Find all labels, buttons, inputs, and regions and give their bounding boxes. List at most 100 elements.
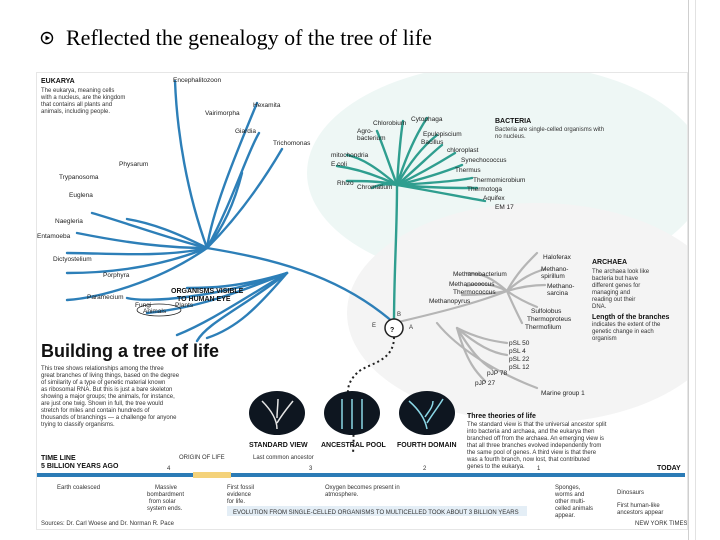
length-note: Length of the branches bbox=[592, 314, 670, 321]
taxon-label: Thermofilum bbox=[525, 324, 561, 331]
taxon-label: Euglena bbox=[69, 192, 93, 199]
taxon-label: Cytophaga bbox=[411, 116, 443, 123]
taxon-label: Haloferax bbox=[543, 254, 572, 261]
building-desc-line: This tree shows relationships among the … bbox=[41, 366, 164, 372]
archaea-desc-line: reading out their bbox=[592, 297, 635, 303]
theories-heading: Three theories of life bbox=[467, 413, 536, 420]
taxon-label: sarcina bbox=[547, 290, 568, 297]
timeline-event: Massive bbox=[155, 485, 178, 491]
timeline-event: evidence bbox=[227, 492, 252, 498]
theories-desc-line: was a fourth branch, now lost, that cont… bbox=[466, 457, 590, 463]
timeline-event: Dinosaurs bbox=[617, 490, 644, 496]
taxon-label: Thermus bbox=[455, 167, 481, 174]
node-label-e: E bbox=[372, 323, 376, 329]
timeline-event: Oxygen becomes present in bbox=[325, 485, 400, 491]
eukarya-desc-line: with a nucleus, are the kingdom bbox=[40, 95, 125, 101]
taxon-label: Synechococcus bbox=[461, 157, 507, 164]
timeline-event: celled animals bbox=[555, 506, 593, 512]
taxon-label: pJP 27 bbox=[475, 380, 496, 387]
taxon-label: pSL 50 bbox=[509, 340, 530, 347]
taxon-label: Giardia bbox=[235, 128, 256, 135]
building-desc-line: are just one twig. Shown in full, the tr… bbox=[41, 401, 163, 407]
taxon-label: Thermomicrobium bbox=[473, 177, 525, 184]
taxon-label: pSL 4 bbox=[509, 348, 526, 355]
node-label-b: B bbox=[397, 312, 401, 318]
taxon-label: mitochondria bbox=[331, 152, 369, 159]
taxon-label: EM 17 bbox=[495, 204, 514, 211]
tree-of-life-illustration: ? B E A EUKARYA The eukarya, meaning cel… bbox=[37, 73, 687, 527]
theories-desc-line: that all three branches evolved independ… bbox=[467, 443, 601, 449]
building-desc-line: thousands of branchings — a challenge fo… bbox=[41, 415, 177, 421]
theories-desc-line: the same pool of genes. A third view is … bbox=[467, 450, 597, 456]
length-note: indicates the extent of the bbox=[592, 322, 661, 328]
theories-desc-line: The standard view is that the universal … bbox=[467, 422, 607, 428]
taxon-label: Trypanosoma bbox=[59, 174, 99, 181]
taxon-label: Methanococcus bbox=[449, 281, 495, 288]
eukarya-desc-line: that contains all plants and bbox=[41, 102, 112, 108]
building-desc-line: great branches of living things, based o… bbox=[41, 373, 180, 379]
taxon-label: pSL 22 bbox=[509, 356, 530, 363]
archaea-desc-line: bacteria but have bbox=[592, 276, 639, 282]
taxon-label: pSL 12 bbox=[509, 364, 530, 371]
archaea-desc-line: different genes for bbox=[592, 283, 640, 289]
visible-note: TO HUMAN EYE bbox=[177, 296, 231, 303]
theory-panel-fourth: FOURTH DOMAIN bbox=[397, 391, 457, 449]
building-desc-line: as ribosomal RNA. But this is just a bar… bbox=[41, 387, 172, 393]
timeline-event: First human-like bbox=[617, 503, 660, 509]
taxon-label: Hexamita bbox=[253, 102, 281, 109]
timeline-ancestor: Last common ancestor bbox=[253, 455, 314, 461]
tree-of-life-figure: ? B E A EUKARYA The eukarya, meaning cel… bbox=[36, 72, 688, 530]
taxon-label: Thermoproteus bbox=[527, 316, 572, 323]
visible-note: ORGANISMS VISIBLE bbox=[171, 288, 244, 295]
origin-band bbox=[193, 472, 231, 478]
timeline-bar bbox=[37, 473, 685, 477]
taxon-label: Paramecium bbox=[87, 294, 123, 301]
taxon-label: Epulopiscium bbox=[423, 131, 462, 138]
timeline-heading: TIME LINE bbox=[41, 455, 76, 462]
taxon-label: spirillum bbox=[541, 273, 565, 280]
timeline-event: Earth coalesced bbox=[57, 485, 100, 491]
timeline-tick: 4 bbox=[167, 466, 171, 472]
length-note: organism bbox=[592, 336, 617, 342]
taxon-label: Chlorobium bbox=[373, 120, 406, 127]
building-desc-line: stretch for miles and contain hundreds o… bbox=[41, 408, 150, 414]
slide-title: Reflected the genealogy of the tree of l… bbox=[66, 25, 432, 50]
svg-text:ANCESTRAL POOL: ANCESTRAL POOL bbox=[321, 442, 387, 449]
timeline-event: other multi- bbox=[555, 499, 585, 505]
theories-desc-line: genes to the eukarya. bbox=[467, 464, 525, 470]
timeline-tick: 2 bbox=[423, 466, 427, 472]
taxon-label: pJP 78 bbox=[487, 370, 508, 377]
theory-panel-standard: STANDARD VIEW bbox=[249, 391, 308, 449]
timeline-origin: ORIGIN OF LIFE bbox=[179, 455, 225, 461]
timeline-event: worms and bbox=[554, 492, 584, 498]
building-desc-line: showing a major groups; the animals, for… bbox=[41, 394, 175, 400]
svg-text:STANDARD VIEW: STANDARD VIEW bbox=[249, 442, 308, 449]
bullet-icon bbox=[40, 31, 54, 45]
taxon-label: Animals bbox=[143, 308, 167, 315]
theories-desc-line: branched off from the archaea. An emergi… bbox=[467, 436, 604, 442]
bacteria-desc-line: Bacteria are single-celled organisms wit… bbox=[495, 127, 604, 133]
taxon-label: chloroplast bbox=[447, 147, 479, 154]
taxon-label: Trichomonas bbox=[273, 140, 311, 147]
length-note: genetic change in each bbox=[592, 329, 654, 335]
archaea-desc-line: managing and bbox=[592, 290, 630, 296]
taxon-label: Thermotoga bbox=[467, 186, 502, 193]
eukarya-heading: EUKARYA bbox=[41, 78, 75, 85]
root-question-label: ? bbox=[390, 327, 394, 334]
taxon-label: Plants bbox=[175, 302, 194, 309]
timeline-start: 5 BILLION YEARS AGO bbox=[41, 463, 119, 470]
timeline-tick: 3 bbox=[309, 466, 313, 472]
taxon-label: Agro- bbox=[357, 128, 373, 135]
bacteria-heading: BACTERIA bbox=[495, 118, 531, 125]
evolution-band bbox=[227, 506, 527, 516]
timeline-event: Sponges, bbox=[555, 485, 581, 491]
timeline-event: ancestors appear bbox=[617, 510, 663, 516]
timeline-event: atmosphere. bbox=[325, 492, 359, 498]
taxon-label: Vairimorpha bbox=[205, 110, 240, 117]
eukarya-branches bbox=[65, 79, 396, 343]
eukarya-desc-line: The eukarya, meaning cells bbox=[41, 88, 114, 94]
taxon-label: Methano- bbox=[547, 283, 574, 290]
theory-panel-ancestral: ANCESTRAL POOL bbox=[321, 391, 387, 449]
timeline-event: bombardment bbox=[147, 492, 184, 498]
bacteria-branches bbox=[335, 116, 487, 325]
